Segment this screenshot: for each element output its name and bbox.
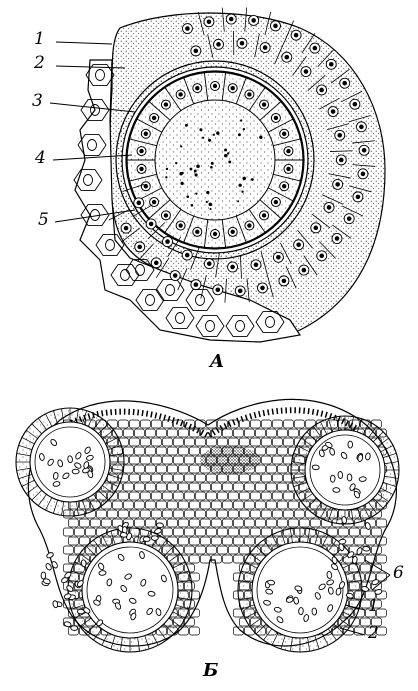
- panel-b-group: [16, 399, 399, 652]
- label-a-3: 3: [32, 93, 43, 110]
- label-a-5: 5: [38, 212, 49, 229]
- locule-lower-left: [68, 528, 192, 652]
- label-b-1: 1: [368, 598, 379, 615]
- panel-a-group: [74, 8, 385, 342]
- label-b-6: 6: [393, 565, 404, 582]
- label-a-4: 4: [35, 150, 46, 167]
- locule-upper-right: [291, 416, 399, 524]
- caption-a: A: [210, 353, 224, 371]
- panel-b-connective: [200, 446, 260, 474]
- label-b-2: 2: [368, 625, 379, 642]
- panel-a-center: [155, 100, 275, 220]
- caption-b: Б: [203, 662, 218, 680]
- label-a-1: 1: [34, 31, 45, 48]
- label-a-2: 2: [34, 55, 45, 72]
